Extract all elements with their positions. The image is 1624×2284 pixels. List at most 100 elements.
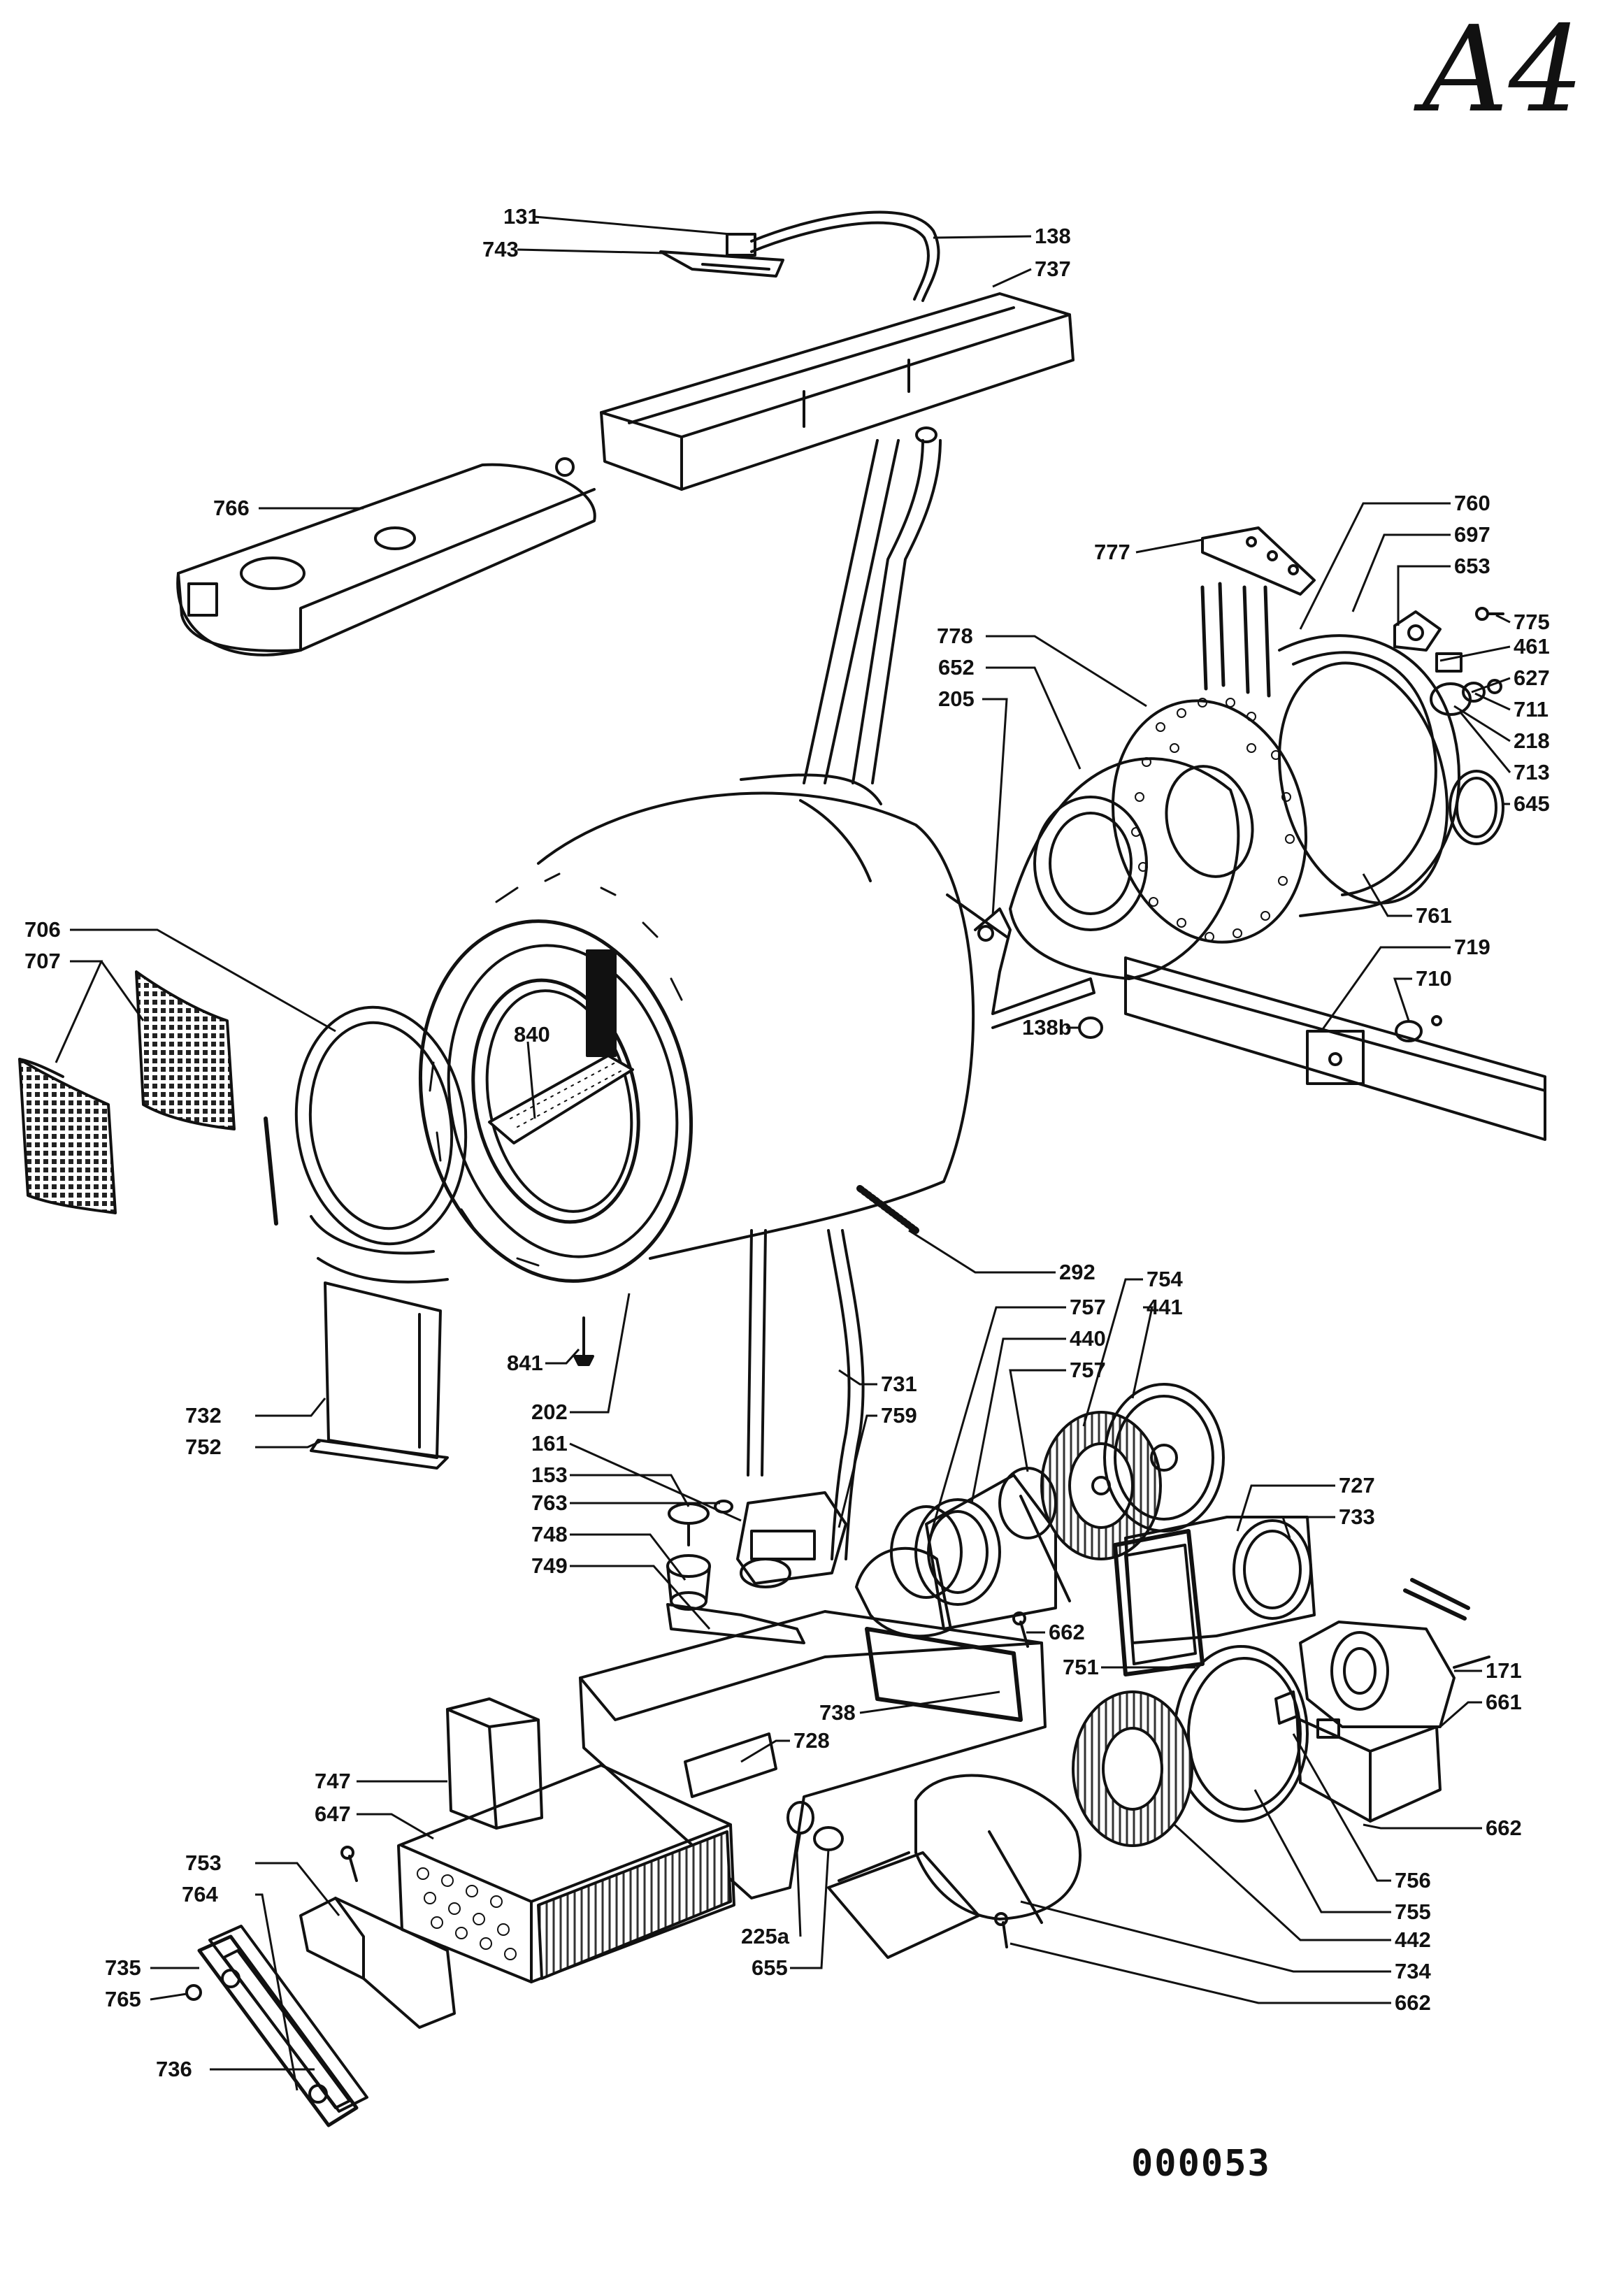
ring-765	[185, 1984, 202, 2001]
callout-713: 713	[1514, 760, 1550, 784]
callout-153: 153	[531, 1463, 568, 1487]
callout-733: 733	[1339, 1504, 1375, 1529]
callout-763: 763	[531, 1491, 568, 1515]
gasket-752	[310, 1439, 449, 1470]
screw-662-a	[340, 1846, 358, 1882]
thermostat-653	[1393, 610, 1442, 652]
callout-736: 736	[156, 2057, 192, 2081]
water-tray-737	[600, 292, 1075, 491]
bearing-bracket-205	[946, 893, 1095, 1029]
leader-lines	[55, 215, 1511, 2091]
screw-662-b	[1012, 1611, 1029, 1648]
callout-777: 777	[1094, 540, 1130, 564]
callout-711: 711	[1514, 697, 1548, 721]
screw-662-c	[994, 1912, 1008, 1948]
vertical-duct	[747, 426, 942, 1560]
callout-706: 706	[24, 917, 61, 942]
callout-753: 753	[185, 1851, 222, 1875]
callout-731: 731	[881, 1372, 917, 1396]
fan-impeller-754	[1040, 1411, 1162, 1560]
bracket-747	[446, 1697, 543, 1830]
callout-652: 652	[938, 655, 975, 680]
fan-plate-441	[1103, 1383, 1225, 1532]
fan-impeller-442	[1072, 1690, 1193, 1847]
rail-719	[1124, 956, 1546, 1141]
bracket-777	[1201, 526, 1316, 596]
callout-171: 171	[1486, 1658, 1522, 1683]
callout-662: 662	[1395, 1990, 1431, 2015]
lifter-840	[488, 949, 634, 1144]
heater-housing-760	[1200, 582, 1460, 917]
pump-161	[736, 1491, 847, 1588]
hose-138	[726, 210, 940, 302]
spring-292	[856, 1185, 919, 1234]
callout-662: 662	[1486, 1816, 1522, 1840]
callout-138b: 138b	[1022, 1015, 1072, 1040]
callout-719: 719	[1454, 935, 1490, 959]
condenser-647	[397, 1764, 735, 1983]
callout-748: 748	[531, 1522, 568, 1546]
callout-841: 841	[507, 1351, 543, 1375]
gasket-757-a	[890, 1505, 963, 1599]
callout-728: 728	[793, 1728, 830, 1753]
level-switch-153	[668, 1502, 710, 1546]
callout-732: 732	[185, 1403, 222, 1428]
callout-727: 727	[1339, 1473, 1375, 1497]
callout-757: 757	[1070, 1295, 1106, 1319]
callout-778: 778	[937, 624, 973, 648]
callout-764: 764	[182, 1882, 218, 1906]
callout-749: 749	[531, 1553, 568, 1578]
rear-shield-652	[1009, 757, 1240, 980]
callout-710: 710	[1416, 966, 1452, 991]
callout-661: 661	[1486, 1690, 1522, 1714]
callout-734: 734	[1395, 1959, 1431, 1983]
bracket-749	[666, 1603, 805, 1644]
clip-138b	[1078, 1017, 1103, 1039]
callout-441: 441	[1147, 1295, 1183, 1319]
callout-225a: 225a	[741, 1924, 790, 1948]
callout-775: 775	[1514, 610, 1550, 634]
drum-202	[418, 773, 975, 1283]
callout-738: 738	[819, 1700, 856, 1725]
callout-655: 655	[752, 1955, 788, 1980]
callout-218: 218	[1514, 728, 1550, 753]
gasket-645	[1449, 770, 1504, 845]
heater-plate-778	[1111, 698, 1308, 944]
callout-765: 765	[105, 1987, 141, 2011]
callout-205: 205	[938, 687, 975, 711]
callout-756: 756	[1395, 1868, 1431, 1892]
callout-202: 202	[531, 1400, 568, 1424]
callout-743: 743	[482, 237, 519, 261]
sleeve-748	[666, 1554, 711, 1611]
callout-662: 662	[1049, 1620, 1085, 1644]
fan-housing-734	[827, 1774, 1082, 1959]
callout-757: 757	[1070, 1358, 1106, 1382]
screw-710	[1395, 1015, 1442, 1042]
clip-743	[659, 250, 784, 278]
sheet-number: 000053	[1131, 2143, 1271, 2185]
callout-440: 440	[1070, 1326, 1106, 1351]
screw-841	[573, 1316, 594, 1366]
callout-752: 752	[185, 1435, 222, 1459]
filter-frame-735	[197, 1925, 368, 2127]
callout-labels: 1317431387377667777606976537754616277112…	[24, 204, 1550, 2081]
elbow-duct	[855, 1546, 952, 1638]
callout-755: 755	[1395, 1899, 1431, 1924]
flap-728	[684, 1732, 777, 1798]
callout-759: 759	[881, 1403, 917, 1428]
callout-138: 138	[1035, 224, 1071, 248]
callout-735: 735	[105, 1955, 141, 1980]
connector-461	[1435, 652, 1463, 673]
callout-461: 461	[1514, 634, 1550, 659]
callout-760: 760	[1454, 491, 1490, 515]
motor-171	[1299, 1578, 1490, 1728]
callout-292: 292	[1059, 1260, 1095, 1284]
callout-697: 697	[1454, 522, 1490, 547]
callout-645: 645	[1514, 791, 1550, 816]
filter-707-b	[135, 970, 236, 1130]
callout-442: 442	[1395, 1927, 1431, 1952]
seal-753	[299, 1897, 456, 2029]
callout-751: 751	[1063, 1655, 1099, 1679]
clamp-655	[813, 1826, 844, 1851]
